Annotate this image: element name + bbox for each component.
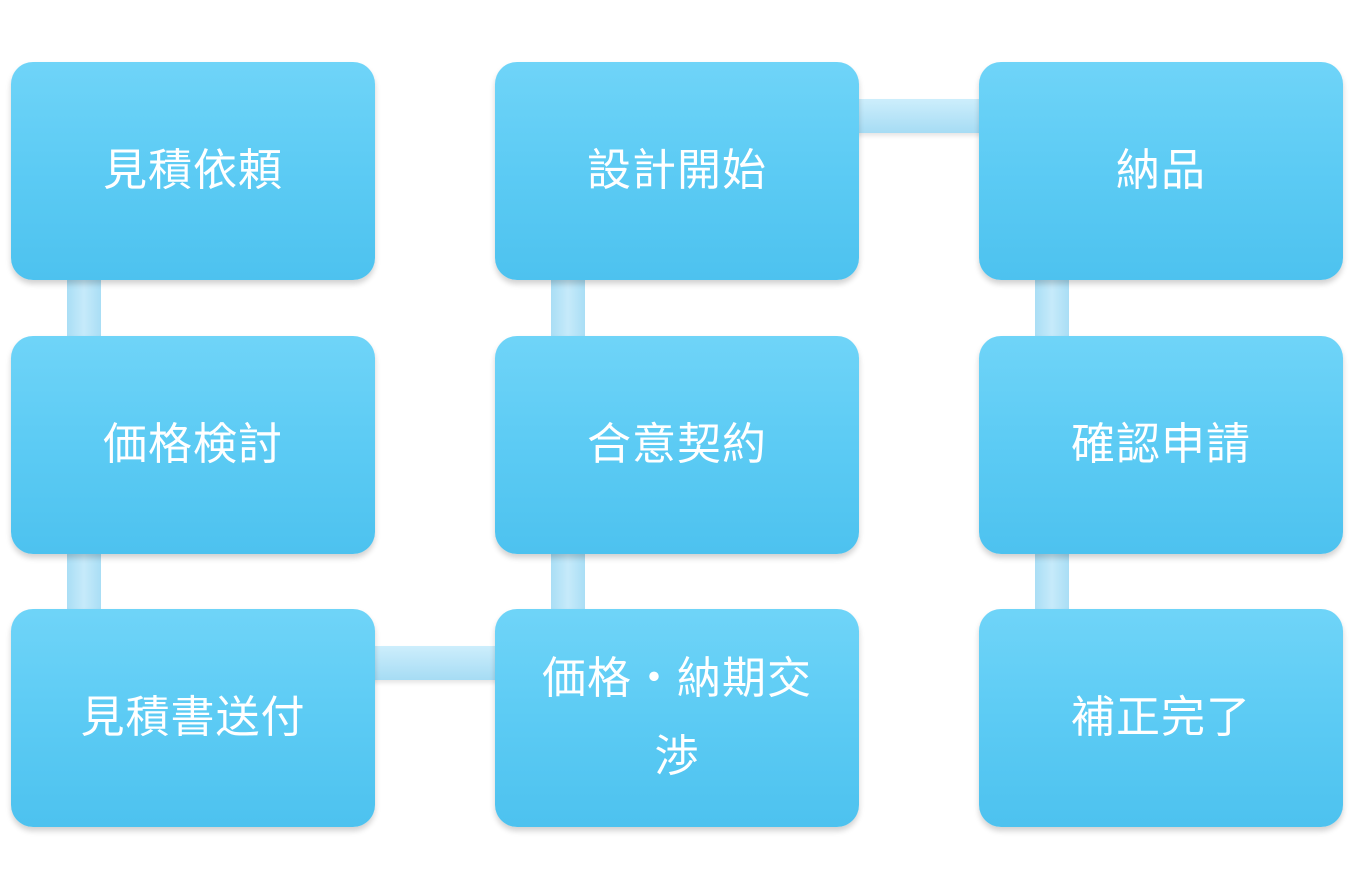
connector-n6-n7 (855, 99, 985, 133)
node-label: 設計開始 (587, 145, 767, 196)
node-n8: 確認申請 (979, 336, 1343, 554)
node-label: 納品 (1116, 145, 1206, 196)
node-n6: 設計開始 (495, 62, 859, 280)
connector-n8-n9 (1035, 544, 1069, 618)
connector-n2-n3 (67, 544, 101, 618)
node-label: 確認申請 (1071, 419, 1251, 470)
node-label: 価格検討 (103, 419, 283, 470)
node-n2: 価格検討 (11, 336, 375, 554)
node-label: 見積依頼 (103, 145, 283, 196)
node-label: 見積書送付 (80, 692, 306, 743)
node-n9: 補正完了 (979, 609, 1343, 827)
node-n4: 価格・納期交渉 (495, 609, 859, 827)
node-n5: 合意契約 (495, 336, 859, 554)
node-label: 価格・納期交渉 (542, 653, 812, 782)
node-n1: 見積依頼 (11, 62, 375, 280)
node-label: 補正完了 (1071, 692, 1251, 743)
connector-n1-n2 (67, 270, 101, 346)
node-n7: 納品 (979, 62, 1343, 280)
connector-n3-n4 (370, 646, 500, 680)
connector-n5-n6 (551, 270, 585, 346)
node-label: 合意契約 (587, 419, 767, 470)
connector-n7-n8 (1035, 270, 1069, 346)
connector-n4-n5 (551, 544, 585, 618)
node-n3: 見積書送付 (11, 609, 375, 827)
